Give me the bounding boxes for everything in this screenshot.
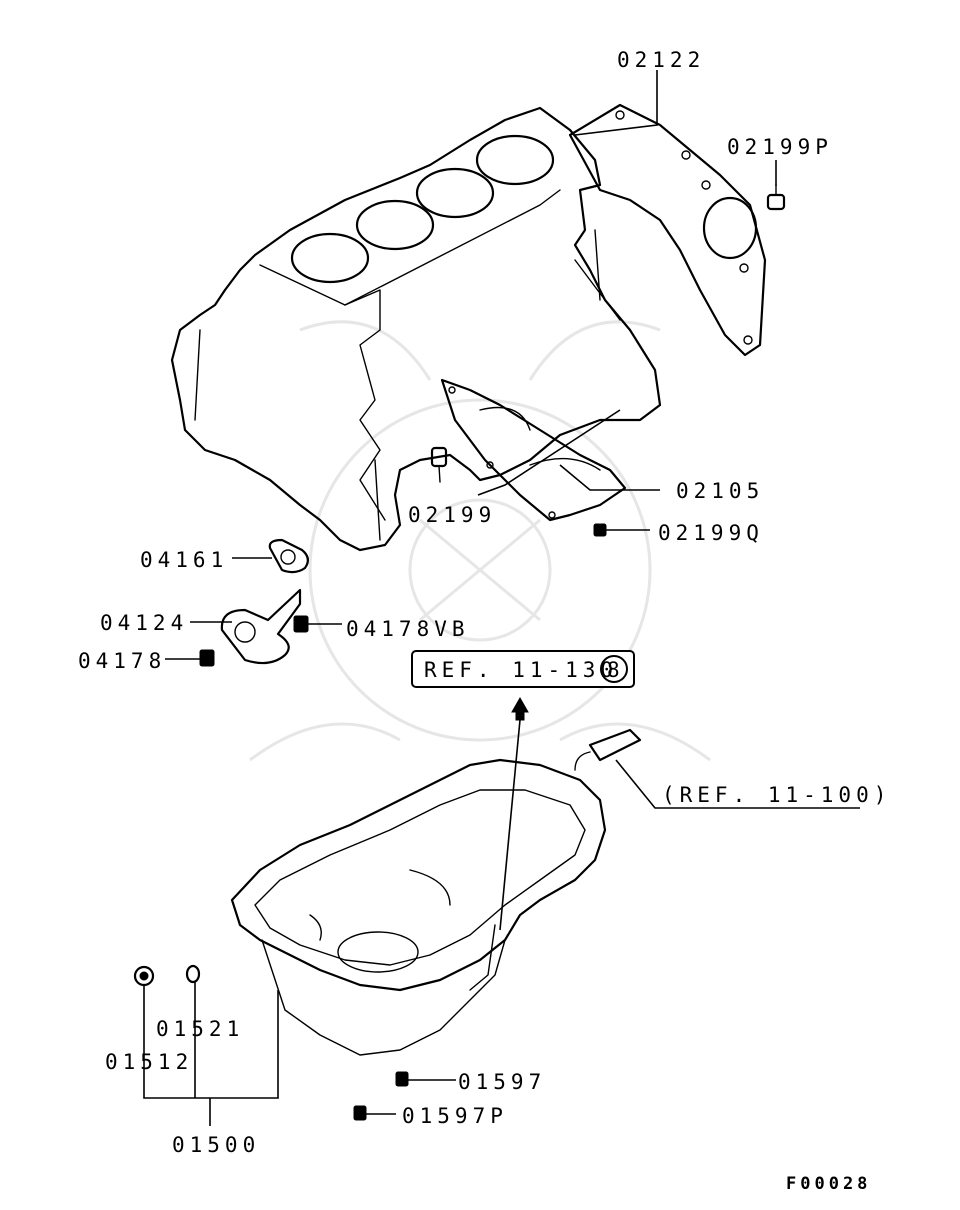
drain-gasket-icon (185, 964, 201, 984)
watermark-emblem (249, 320, 711, 762)
cylinder-block-drawing (170, 106, 662, 552)
oil-pan-drawing (230, 758, 607, 1056)
rear-plate-drawing (568, 103, 767, 357)
sealant-tube-icon (574, 728, 642, 771)
label-01521[interactable]: 01521 (156, 1017, 244, 1041)
ref-11-100-label[interactable]: (REF. 11-100) (662, 783, 891, 807)
label-01597[interactable]: 01597 (458, 1070, 546, 1094)
label-04178[interactable]: 04178 (78, 649, 166, 673)
bolt-02199P-icon (766, 184, 786, 211)
bolt-01597-icon (395, 1071, 409, 1087)
ref-arrow-icon (511, 696, 529, 721)
water-outlet-drawing (220, 538, 309, 665)
rear-cover-drawing (440, 378, 627, 522)
ref-11-130-number: 8 (607, 658, 620, 682)
bolt-02199Q-icon (593, 523, 607, 537)
label-02199P[interactable]: 02199P (727, 135, 833, 159)
label-02105[interactable]: 02105 (676, 479, 764, 503)
label-02199Q[interactable]: 02199Q (658, 521, 764, 545)
label-01500[interactable]: 01500 (172, 1133, 260, 1157)
label-04178VB[interactable]: 04178VB (346, 617, 470, 641)
label-01597P[interactable]: 01597P (402, 1104, 508, 1128)
ref-11-130-box[interactable]: REF. 11-130 8 (411, 650, 635, 688)
label-02122[interactable]: 02122 (617, 48, 705, 72)
drain-plug-icon (133, 965, 155, 987)
bolt-01597P-icon (353, 1105, 367, 1121)
label-04124[interactable]: 04124 (100, 611, 188, 635)
ref-11-130-label: REF. 11-130 (424, 658, 618, 682)
diagram-code: F00028 (786, 1174, 871, 1194)
bolt-04178-icon (199, 649, 215, 667)
bolt-02199-icon (430, 446, 448, 483)
label-02199[interactable]: 02199 (408, 503, 496, 527)
label-01512[interactable]: 01512 (105, 1050, 193, 1074)
leader-lines (143, 70, 860, 1126)
bolt-04178VB-icon (293, 615, 309, 633)
label-04161[interactable]: 04161 (140, 548, 228, 572)
